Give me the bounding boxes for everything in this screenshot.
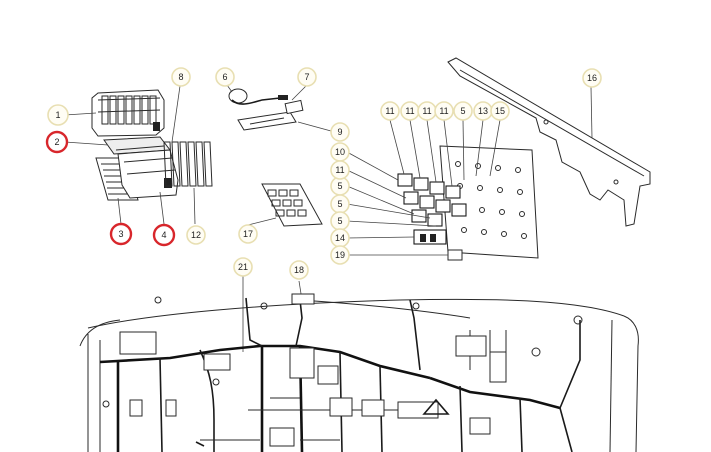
callout-15: 15	[490, 101, 510, 121]
wiring-harness-view	[79, 293, 639, 452]
callout-11-a: 11	[380, 101, 400, 121]
callout-2: 2	[45, 130, 69, 154]
svg-text:11: 11	[422, 106, 431, 116]
part-4-fuse-holder	[117, 149, 179, 199]
part-6-terminal	[228, 88, 288, 105]
callout-5-d: 5	[330, 211, 350, 231]
callout-6: 6	[215, 67, 235, 87]
callout-21: 21	[233, 257, 253, 277]
part-8-12-fuse-clips	[163, 141, 213, 187]
svg-text:7: 7	[304, 72, 309, 82]
callout-5-c: 5	[330, 194, 350, 214]
svg-text:12: 12	[191, 230, 201, 240]
svg-text:1: 1	[55, 110, 60, 120]
svg-text:3: 3	[118, 229, 123, 239]
svg-text:5: 5	[337, 199, 342, 209]
callout-18: 18	[289, 260, 309, 280]
callout-16: 16	[582, 68, 602, 88]
svg-text:10: 10	[335, 147, 345, 157]
svg-text:16: 16	[587, 73, 597, 83]
svg-text:6: 6	[222, 72, 227, 82]
part-1-fuse-block	[91, 89, 165, 137]
svg-text:2: 2	[54, 137, 59, 147]
leader-lines	[64, 84, 593, 352]
callout-19: 19	[330, 245, 350, 265]
svg-text:13: 13	[478, 106, 488, 116]
callout-11-c: 11	[417, 101, 437, 121]
callout-14: 14	[330, 228, 350, 248]
svg-text:17: 17	[243, 229, 253, 239]
svg-text:14: 14	[335, 233, 345, 243]
part-2-fuse-cover	[103, 136, 171, 155]
svg-text:15: 15	[495, 106, 505, 116]
svg-text:11: 11	[335, 165, 344, 175]
callout-7: 7	[297, 67, 317, 87]
callout-11-b: 11	[400, 101, 420, 121]
svg-text:11: 11	[385, 106, 394, 116]
svg-text:5: 5	[460, 106, 465, 116]
svg-text:19: 19	[335, 250, 345, 260]
callout-13: 13	[473, 101, 493, 121]
relay-board	[397, 145, 539, 261]
callout-11-d: 11	[434, 101, 454, 121]
svg-text:18: 18	[294, 265, 304, 275]
callout-10: 10	[330, 142, 350, 162]
callout-9: 9	[330, 122, 350, 142]
svg-text:21: 21	[238, 262, 248, 272]
svg-text:5: 5	[337, 181, 342, 191]
svg-text:11: 11	[439, 106, 448, 116]
part-16-bracket	[447, 57, 651, 227]
callout-12: 12	[186, 225, 206, 245]
svg-text:9: 9	[337, 127, 342, 137]
svg-text:4: 4	[161, 230, 166, 240]
callout-3: 3	[109, 222, 133, 246]
svg-text:5: 5	[337, 216, 342, 226]
svg-text:11: 11	[405, 106, 414, 116]
callout-17: 17	[238, 224, 258, 244]
part-7-9-inline-fuse	[237, 99, 304, 131]
svg-text:8: 8	[178, 72, 183, 82]
part-17-relay-cover	[261, 183, 323, 227]
callout-5-a: 5	[453, 101, 473, 121]
callout-11-e: 11	[330, 160, 350, 180]
callout-8: 8	[171, 67, 191, 87]
callout-4: 4	[152, 223, 176, 247]
callout-1: 1	[47, 104, 69, 126]
